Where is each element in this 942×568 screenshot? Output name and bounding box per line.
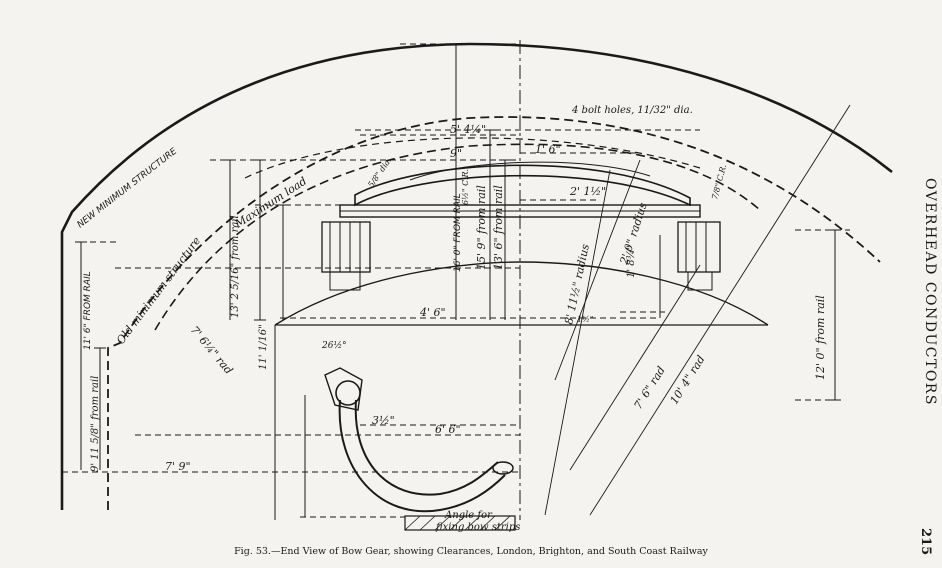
label-11-6-rail: 11' 6" FROM RAIL — [83, 271, 93, 350]
label-3-half: 3½" — [372, 414, 395, 427]
bow-strip — [409, 161, 651, 181]
label-15-9-rail: 15' 9" from rail — [475, 185, 488, 270]
old-minimum-structure-outline — [107, 116, 881, 510]
label-16-0-rail: 16' 0" FROM RAIL — [453, 193, 463, 272]
label-12-0-rail: 12' 0" from rail — [814, 295, 827, 380]
label-7-9: 7' 9" — [165, 460, 191, 473]
radius-line-2-0 — [554, 159, 641, 381]
bow-arm — [338, 399, 506, 513]
maximum-load-outline — [154, 143, 761, 331]
label-6-half-cr: 6½" C.R. — [461, 169, 470, 205]
label-7-8-cr: 7/8" C.R. — [710, 163, 728, 200]
label-bolt-holes: 4 bolt holes, 11/32" dia. — [571, 105, 693, 116]
label-1-8-3q: 1' 8¾" — [626, 245, 637, 278]
pivot-head — [335, 380, 361, 406]
page-number-wrapper: 215 — [915, 528, 935, 568]
label-7-6-rad: 7' 6" rad — [632, 364, 668, 412]
label-fixing-bow: fixing bow strips — [435, 522, 520, 533]
dimension-ticks — [75, 43, 841, 401]
label-7-6-rad-left: 7' 6¼" rad — [188, 324, 236, 377]
label-11-1-16: 11' 1/16" — [258, 324, 269, 370]
pivot-bracket — [324, 367, 363, 411]
left-insulator — [321, 221, 371, 291]
pan-clearance-arc — [244, 137, 701, 179]
new-minimum-structure-outline — [60, 42, 893, 510]
running-head: OVERHEAD CONDUCTORS — [922, 178, 938, 406]
base-block — [404, 515, 516, 531]
label-13-6-rail: 13' 6" from rail — [492, 185, 505, 270]
page-number: 215 — [918, 528, 933, 556]
label-max-load: Maximum load — [232, 175, 309, 232]
label-8-11-radius: 8' 11½" radius — [562, 243, 592, 326]
radius-line-8-11 — [544, 169, 611, 516]
vertical-dimensions — [80, 44, 836, 517]
label-1-half: 1½" — [577, 315, 594, 324]
label-1-6: 1' 6" — [535, 143, 561, 156]
label-26deg: 26½° — [321, 340, 347, 351]
arm-end — [492, 461, 514, 475]
label-13-2-rail: 13' 2 5/16" from rail — [230, 215, 241, 318]
right-insulator — [677, 221, 721, 291]
radius-line-10-4 — [589, 104, 851, 516]
label-5-4: 5' 4¼" — [450, 123, 486, 136]
base-hatching — [404, 515, 511, 531]
label-6-6: 6' 6" — [435, 423, 461, 436]
label-4-6: 4' 6" — [419, 306, 446, 319]
label-2-1-half: 2' 1½" — [569, 185, 606, 198]
label-angle-for: Angle for — [444, 510, 493, 521]
collector-bow — [354, 164, 691, 207]
running-head-wrapper: OVERHEAD CONDUCTORS — [898, 170, 942, 420]
label-9-11-rail: 9' 11 5/8" from rail — [90, 376, 101, 472]
radius-line-7-6 — [569, 264, 701, 471]
label-9in: 9" — [450, 147, 462, 160]
figure-caption: Fig. 53.—End View of Bow Gear, showing C… — [234, 546, 708, 557]
